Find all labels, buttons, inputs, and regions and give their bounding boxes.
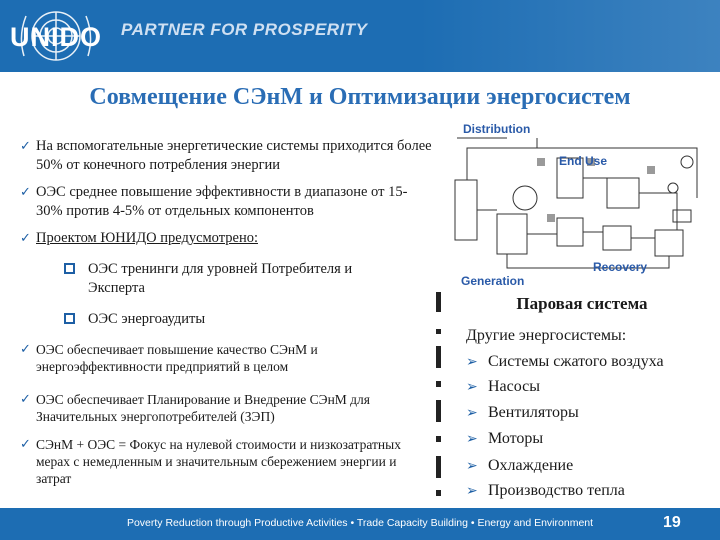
bullet-item: ✓ ОЭС обеспечивает Планирование и Внедре… [20,391,420,425]
system-list-item: ➢ Системы сжатого воздуха [466,352,664,372]
check-icon: ✓ [20,185,31,200]
header-shade [420,0,720,72]
diagram-label-distribution: Distribution [463,122,531,136]
bullet-item: ✓ СЭнМ + ОЭС = Фокус на нулевой стоимост… [20,436,425,487]
page-number: 19 [663,514,681,531]
check-icon: ✓ [20,392,31,407]
footer-text: Poverty Reduction through Productive Act… [126,517,594,529]
slide-title: Совмещение СЭнМ и Оптимизации энергосист… [89,84,631,110]
bullet-item: ✓ На вспомогательные энергетические сист… [20,137,450,175]
system-list-item: ➢ Вентиляторы [466,403,579,423]
system-list-item: ➢ Охлаждение [466,456,573,476]
check-icon: ✓ [20,231,31,246]
arrow-bullet-icon: ➢ [466,405,478,421]
system-list-text: Вентиляторы [488,404,579,421]
sub-bullet-item: ОЭС энергоаудиты [64,310,394,329]
arrow-bullet-icon: ➢ [466,483,478,499]
system-list-item: ➢ Производство тепла [466,481,625,501]
steam-system-title: Паровая система [516,294,648,313]
sub-bullet-text: ОЭС энергоаудиты [88,311,206,327]
tagline: PARTNER FOR PROSPERITY [121,20,368,39]
bullet-item: ✓ ОЭС среднее повышение эффективности в … [20,183,430,221]
system-list-text: Охлаждение [488,457,574,474]
sub-bullet-text: ОЭС тренинги для уровней Потребителя и Э… [88,261,353,296]
system-list-text: Системы сжатого воздуха [488,353,664,370]
arrow-bullet-icon: ➢ [466,431,478,447]
diagram-label-end-use: End Use [559,154,608,168]
diagram-label-recovery: Recovery [593,260,648,274]
arrow-bullet-icon: ➢ [466,458,478,474]
bullet-text: СЭнМ + ОЭС = Фокус на нулевой стоимости … [36,437,401,486]
system-list-item: ➢ Насосы [466,377,540,397]
vertical-marker [436,456,441,478]
system-list-item: ➢ Моторы [466,429,543,449]
un-emblem-icon [20,11,92,61]
arrow-bullet-icon: ➢ [466,354,478,370]
system-list-text: Насосы [488,378,541,395]
steam-system-diagram: Distribution End Use Recovery Generation [437,118,715,288]
steam-system-schematic [454,137,698,269]
logo-text: UNIDO [10,22,102,52]
sub-bullet-item: ОЭС тренинги для уровней Потребителя и Э… [64,260,394,298]
bullet-text: ОЭС обеспечивает повышение качество СЭнМ… [36,342,318,374]
footer-bar: Poverty Reduction through Productive Act… [0,508,720,540]
bullet-text: Проектом ЮНИДО предусмотрено: [36,230,258,246]
diagram-label-generation: Generation [461,274,525,288]
square-bullet-icon [64,263,75,274]
vertical-marker [436,346,441,368]
header-bar [0,0,720,72]
vertical-marker [436,292,441,312]
check-icon: ✓ [20,437,31,452]
vertical-marker [436,490,441,496]
bullet-item: ✓ Проектом ЮНИДО предусмотрено: [20,229,430,248]
system-list-text: Моторы [488,430,544,447]
vertical-marker [436,400,441,422]
system-list-text: Производство тепла [488,482,625,499]
arrow-bullet-icon: ➢ [466,379,478,395]
other-systems-heading: Другие энергосистемы: [466,327,627,344]
square-bullet-icon [64,313,75,324]
check-icon: ✓ [20,139,31,154]
bullet-item: ✓ ОЭС обеспечивает повышение качество СЭ… [20,341,420,375]
bullet-text: ОЭС обеспечивает Планирование и Внедрени… [36,392,370,424]
vertical-marker [436,436,441,442]
bullet-text: На вспомогательные энергетические систем… [36,138,432,173]
vertical-marker [436,381,441,387]
vertical-marker [436,329,441,334]
check-icon: ✓ [20,342,31,357]
bullet-text: ОЭС среднее повышение эффективности в ди… [36,184,408,219]
